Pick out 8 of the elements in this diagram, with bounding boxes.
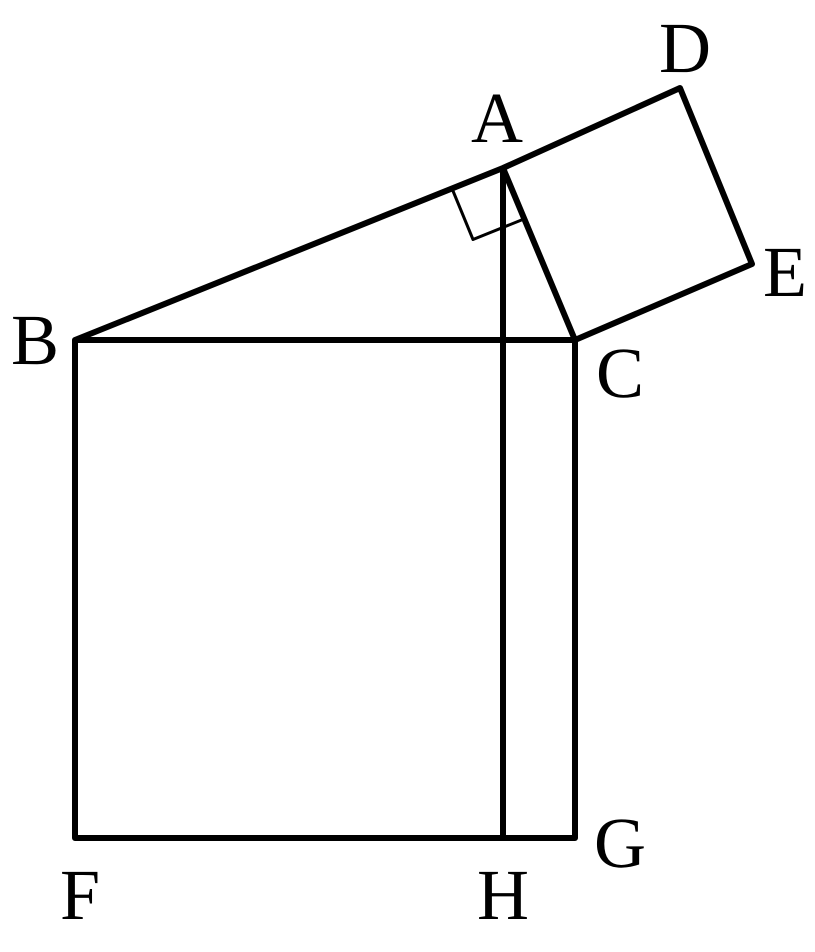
point-label: F xyxy=(60,859,100,931)
point-label: A xyxy=(471,82,523,154)
point-label: G xyxy=(594,807,646,879)
point-label: H xyxy=(477,859,529,931)
point-label: B xyxy=(10,304,60,376)
point-label: D xyxy=(659,12,711,84)
point-label: C xyxy=(596,337,644,409)
point-label: E xyxy=(763,236,807,308)
